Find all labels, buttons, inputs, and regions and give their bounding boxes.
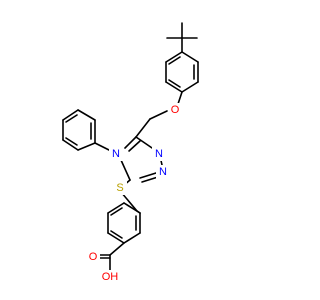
bond-inner bbox=[168, 56, 181, 65]
bond bbox=[165, 51, 183, 63]
atom-label: S bbox=[116, 182, 123, 194]
atom-label: N bbox=[155, 148, 163, 160]
atom-nitrogen-1: N bbox=[156, 165, 170, 179]
bond bbox=[165, 81, 183, 93]
bond bbox=[177, 91, 183, 105]
bond bbox=[135, 118, 151, 138]
atom-label: OH bbox=[102, 271, 119, 283]
bond bbox=[107, 202, 125, 214]
bond-inner bbox=[65, 114, 78, 123]
bond bbox=[141, 176, 159, 183]
bond bbox=[124, 136, 137, 149]
bond bbox=[135, 136, 156, 151]
atom-label: O bbox=[89, 251, 98, 263]
atom-nitrogen-4: N bbox=[109, 147, 123, 161]
bond bbox=[139, 172, 157, 179]
bond-inner bbox=[168, 79, 181, 88]
bond bbox=[181, 81, 199, 93]
bond bbox=[62, 109, 79, 121]
bond bbox=[123, 202, 141, 214]
bond-layer bbox=[62, 22, 199, 273]
atom-label: N bbox=[159, 166, 167, 178]
bond bbox=[181, 51, 199, 63]
atom-sulfur: S bbox=[113, 181, 127, 195]
bond bbox=[123, 232, 141, 244]
bond bbox=[62, 139, 79, 151]
bond bbox=[77, 109, 96, 121]
bond-inner bbox=[65, 137, 78, 146]
bond-inner bbox=[110, 207, 123, 216]
atom-oxygen-ether: O bbox=[168, 103, 182, 117]
atom-label: O bbox=[171, 104, 180, 116]
bond bbox=[149, 110, 168, 120]
bond bbox=[120, 191, 138, 212]
molecule-structure: O N N N S O OH bbox=[62, 22, 199, 284]
atom-nitrogen-2: N bbox=[152, 147, 166, 161]
atom-label: N bbox=[112, 148, 120, 160]
bond bbox=[107, 232, 125, 244]
atom-oxygen-carbonyl: O bbox=[86, 250, 100, 264]
bond-inner bbox=[110, 230, 123, 239]
atom-hydroxyl: OH bbox=[100, 270, 120, 284]
bond bbox=[128, 140, 141, 152]
bond bbox=[109, 242, 125, 256]
atom-layer: O N N N S O OH bbox=[86, 103, 182, 284]
bond bbox=[77, 142, 96, 151]
bond bbox=[120, 159, 131, 181]
